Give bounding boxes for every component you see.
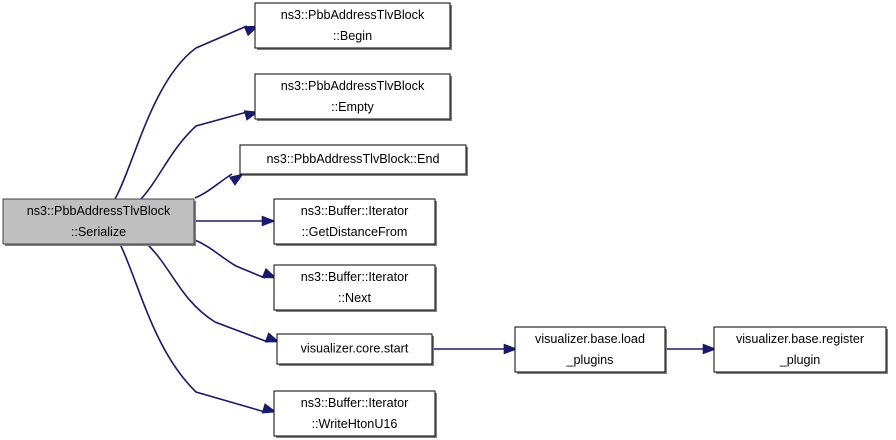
edge-line [146, 243, 269, 343]
edge-arrowhead [261, 267, 277, 279]
edge-arrowhead [264, 332, 280, 343]
nodes-layer: ns3::PbbAddressTlvBlock::Serializens3::P… [2, 2, 888, 438]
node-label-line2: ::GetDistanceFrom [302, 225, 408, 239]
node-label-line1: ns3::Buffer::Iterator [301, 270, 409, 284]
node-label-line2: ::Begin [333, 29, 372, 43]
edge-line [194, 239, 266, 279]
node-label-line2: ::Serialize [71, 225, 126, 239]
node-loadplugins[interactable]: visualizer.base.load _plugins [514, 326, 667, 374]
edge-line [114, 25, 248, 200]
edge-arrowhead [261, 403, 277, 414]
node-box[interactable] [273, 198, 436, 245]
node-empty[interactable]: ns3::PbbAddressTlvBlock::Empty [254, 73, 452, 121]
node-serialize[interactable]: ns3::PbbAddressTlvBlock::Serialize [2, 198, 196, 246]
node-registerplugin[interactable]: visualizer.base.register _plugin [713, 326, 888, 374]
node-label-line1: ns3::PbbAddressTlvBlock [27, 204, 171, 218]
node-label-line1: ns3::PbbAddressTlvBlock [281, 8, 425, 22]
edge-arrowhead [503, 343, 518, 355]
edge-arrowhead [261, 215, 276, 227]
node-begin[interactable]: ns3::PbbAddressTlvBlock::Begin [254, 2, 452, 50]
node-label-line2: ::Empty [331, 100, 374, 114]
node-box[interactable] [713, 326, 887, 373]
node-label-line1: visualizer.base.register [736, 332, 864, 346]
node-next[interactable]: ns3::Buffer::Iterator::Next [273, 264, 437, 312]
edge-serialize-to-end [194, 173, 244, 199]
node-box[interactable] [254, 2, 451, 49]
edge-serialize-to-next [194, 239, 277, 279]
node-box[interactable] [239, 144, 467, 175]
edge-serialize-to-begin [114, 25, 259, 200]
edge-loadplugins-to-registerplugin [665, 343, 717, 355]
node-label-line1: ns3::PbbAddressTlvBlock [281, 79, 425, 93]
node-box[interactable] [254, 73, 451, 120]
edge-arrowhead [228, 173, 244, 186]
edge-line [119, 243, 266, 413]
node-label-line1: visualizer.core.start [301, 341, 409, 355]
node-label-line1: ns3::PbbAddressTlvBlock::End [267, 152, 440, 166]
node-box[interactable] [276, 333, 433, 365]
edge-line [194, 173, 233, 199]
node-box[interactable] [514, 326, 666, 373]
edge-serialize-to-getdistancefrom [195, 215, 276, 227]
edge-line [140, 111, 248, 200]
node-label-line2: _plugins [566, 353, 614, 367]
node-box[interactable] [2, 198, 195, 245]
node-label-line1: visualizer.base.load [535, 332, 645, 346]
node-label-line1: ns3::Buffer::Iterator [301, 204, 409, 218]
node-label-line2: _plugin [779, 353, 821, 367]
node-label-line2: ::WriteHtonU16 [312, 417, 398, 431]
edge-arrowhead [702, 343, 717, 355]
node-corestart[interactable]: visualizer.core.start [276, 333, 434, 366]
node-getdistancefrom[interactable]: ns3::Buffer::Iterator::GetDistanceFrom [273, 198, 437, 246]
edge-serialize-to-writehtonu16 [119, 243, 277, 414]
node-label-line1: ns3::Buffer::Iterator [301, 396, 409, 410]
edge-corestart-to-loadplugins [432, 343, 518, 355]
node-writehtonu16[interactable]: ns3::Buffer::Iterator::WriteHtonU16 [273, 390, 437, 438]
node-box[interactable] [273, 264, 436, 311]
node-end[interactable]: ns3::PbbAddressTlvBlock::End [239, 144, 468, 176]
node-label-line2: ::Next [338, 291, 371, 305]
node-box[interactable] [273, 390, 436, 437]
edge-serialize-to-corestart [146, 243, 280, 343]
